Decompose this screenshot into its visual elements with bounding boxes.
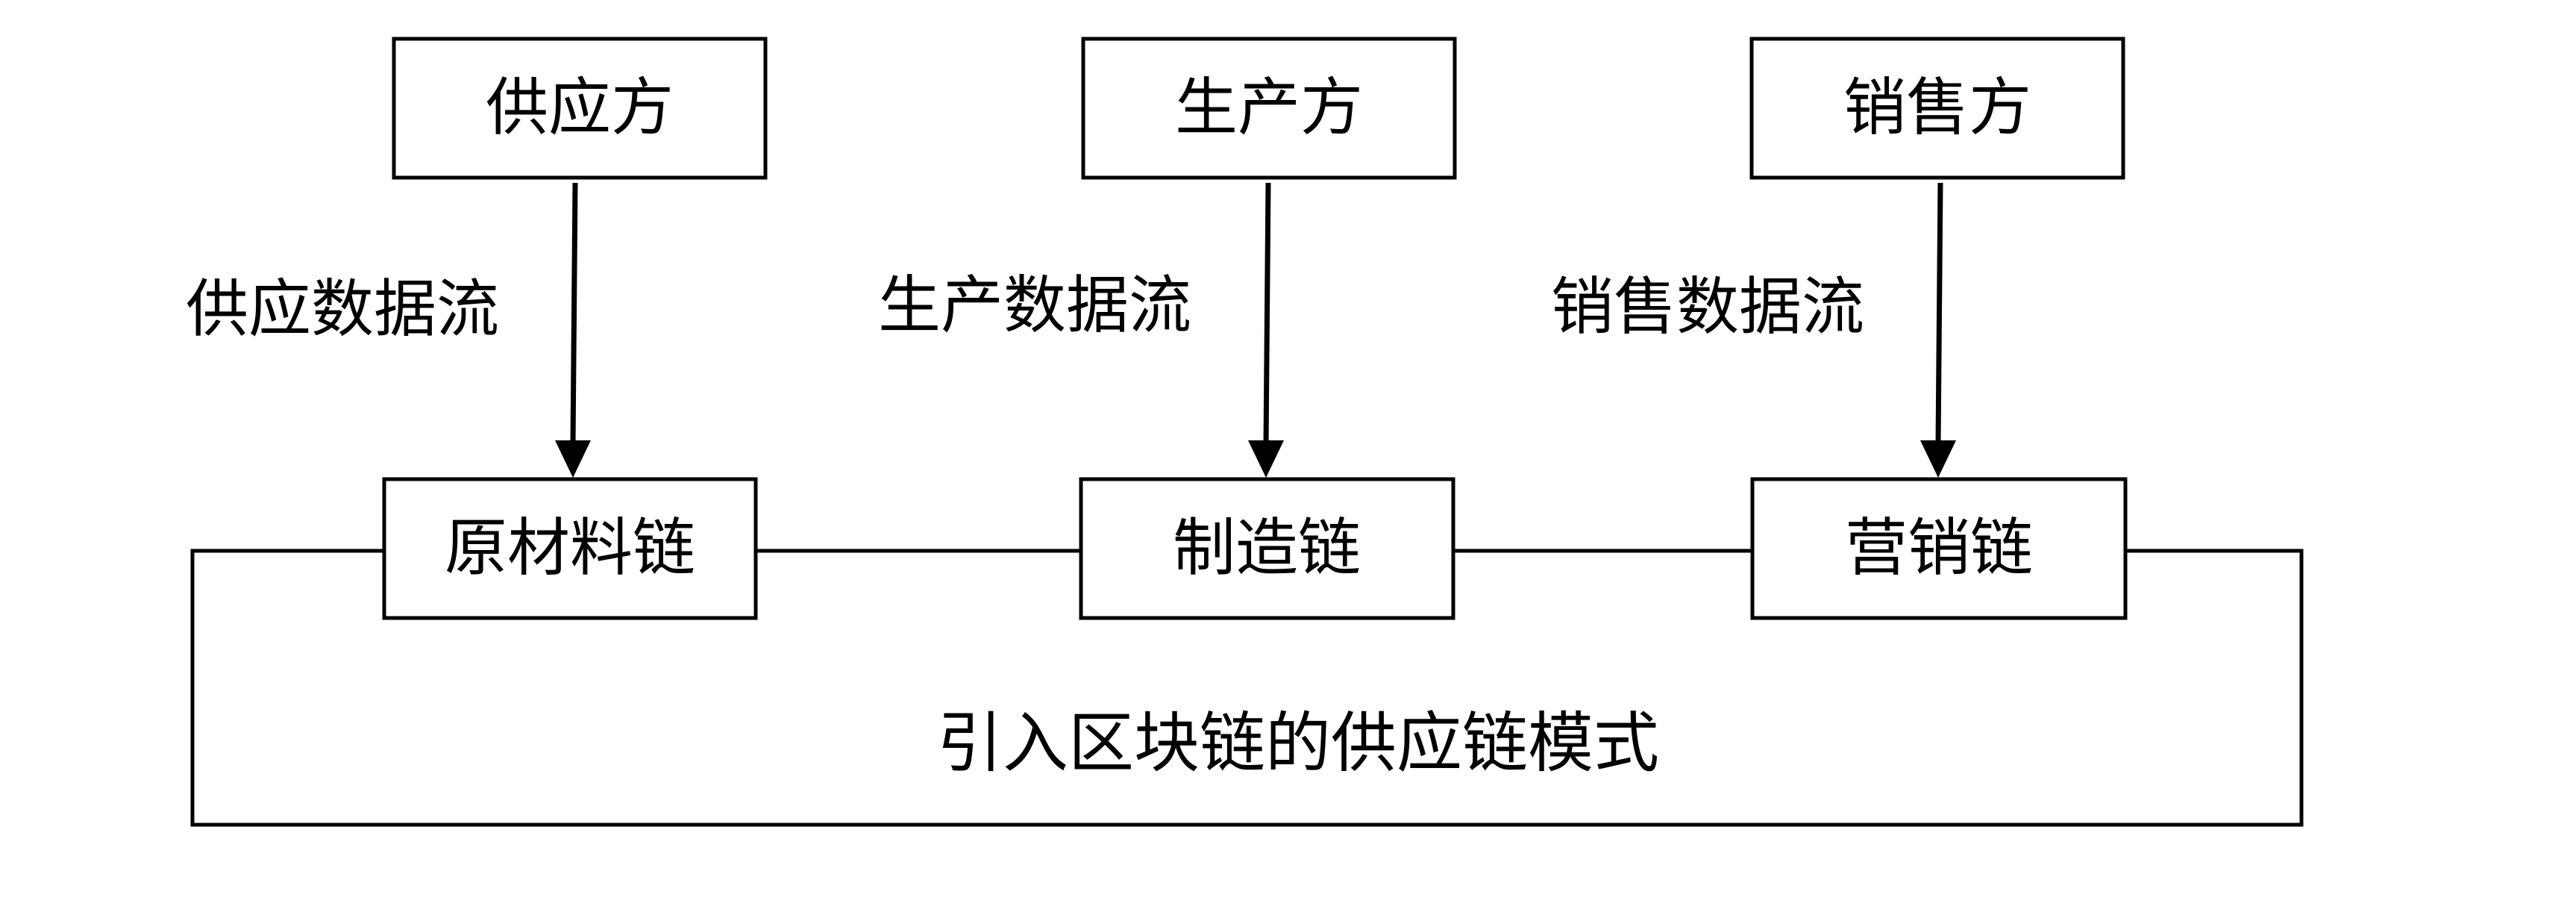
supply-flow-label: 供应数据流 xyxy=(186,272,499,346)
production-arrow xyxy=(1248,182,1284,478)
seller-node: 销售方 xyxy=(1749,37,2125,180)
supplier-label: 供应方 xyxy=(486,71,674,144)
manufacturing-chain-label: 制造链 xyxy=(1173,511,1361,584)
sales-arrow-head xyxy=(1920,440,1956,478)
raw-material-chain-label: 原材料链 xyxy=(445,511,695,584)
producer-node: 生产方 xyxy=(1081,37,1457,180)
marketing-chain-label: 营销链 xyxy=(1845,511,2033,584)
raw-material-chain-box xyxy=(382,477,758,620)
raw-material-chain-node: 原材料链 xyxy=(382,477,758,620)
producer-box xyxy=(1081,37,1457,180)
supplier-box xyxy=(392,37,768,180)
sales-arrow xyxy=(1920,182,1956,478)
supplier-node: 供应方 xyxy=(392,37,768,180)
sales-flow-label: 销售数据流 xyxy=(1551,270,1864,343)
supply-arrow-shaft xyxy=(570,182,578,445)
supply-arrow xyxy=(555,182,591,478)
marketing-chain-node: 营销链 xyxy=(1750,477,2128,620)
diagram-caption: 引入区块链的供应链模式 xyxy=(937,705,1659,781)
production-arrow-head xyxy=(1248,440,1284,478)
manufacturing-chain-node: 制造链 xyxy=(1079,477,1455,620)
outer-frame xyxy=(190,549,2304,827)
producer-label: 生产方 xyxy=(1175,71,1363,144)
seller-label: 销售方 xyxy=(1843,71,2031,144)
supply-arrow-head xyxy=(555,440,591,478)
production-flow-label: 生产数据流 xyxy=(878,269,1191,342)
marketing-chain-box xyxy=(1750,477,2128,620)
seller-box xyxy=(1749,37,2125,180)
outer-frame-line xyxy=(190,549,2304,827)
production-arrow-shaft xyxy=(1263,182,1271,445)
sales-arrow-shaft xyxy=(1935,182,1943,445)
manufacturing-chain-box xyxy=(1079,477,1455,620)
